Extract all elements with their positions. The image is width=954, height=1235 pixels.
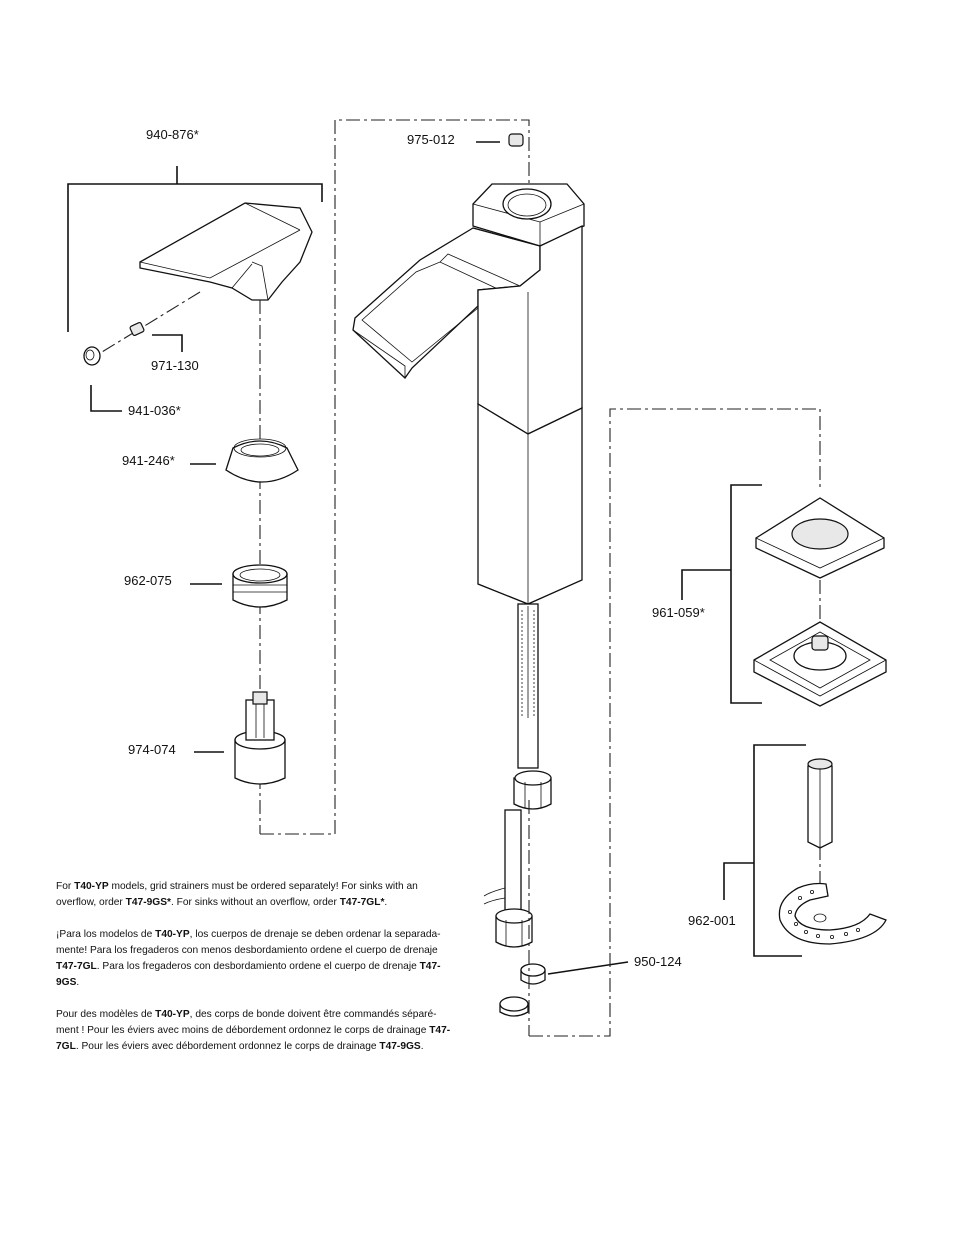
label-drain: 950-124 bbox=[634, 954, 682, 969]
drain-stopper-part bbox=[499, 961, 629, 1017]
baseplate-bracket bbox=[681, 484, 762, 704]
handle-part bbox=[139, 202, 313, 301]
mounting-bracket bbox=[723, 744, 806, 957]
note-english: For T40-YP models, grid strainers must b… bbox=[56, 881, 418, 908]
label-nut: 962-075 bbox=[124, 573, 172, 588]
label-button: 941-036* bbox=[128, 403, 181, 418]
label-aerator: 975-012 bbox=[407, 132, 455, 147]
label-handle: 940-876* bbox=[146, 127, 199, 142]
mounting-plate-part bbox=[778, 882, 887, 945]
button-part bbox=[83, 346, 122, 412]
handle-bracket bbox=[67, 166, 323, 332]
gasket-part bbox=[755, 497, 885, 579]
label-bonnet: 941-246* bbox=[122, 453, 175, 468]
mounting-rod-part bbox=[807, 758, 833, 849]
cartridge-part bbox=[194, 691, 286, 785]
setscrew-part bbox=[129, 321, 183, 352]
label-setscrew: 971-130 bbox=[151, 358, 199, 373]
note-french: Pour des modèles de T40-YP, des corps de… bbox=[56, 1009, 451, 1052]
note-spanish: ¡Para los modelos de T40-YP, los cuerpos… bbox=[56, 929, 441, 988]
label-mounting: 962-001 bbox=[688, 913, 736, 928]
aerator-part bbox=[508, 133, 524, 147]
baseplate-part bbox=[753, 621, 887, 707]
ordering-notes: For T40-YP models, grid strainers must b… bbox=[56, 879, 456, 1071]
nut-part bbox=[190, 564, 288, 608]
label-baseplate: 961-059* bbox=[652, 605, 705, 620]
faucet-body bbox=[352, 183, 585, 948]
label-cartridge: 974-074 bbox=[128, 742, 176, 757]
bonnet-part bbox=[190, 438, 299, 483]
